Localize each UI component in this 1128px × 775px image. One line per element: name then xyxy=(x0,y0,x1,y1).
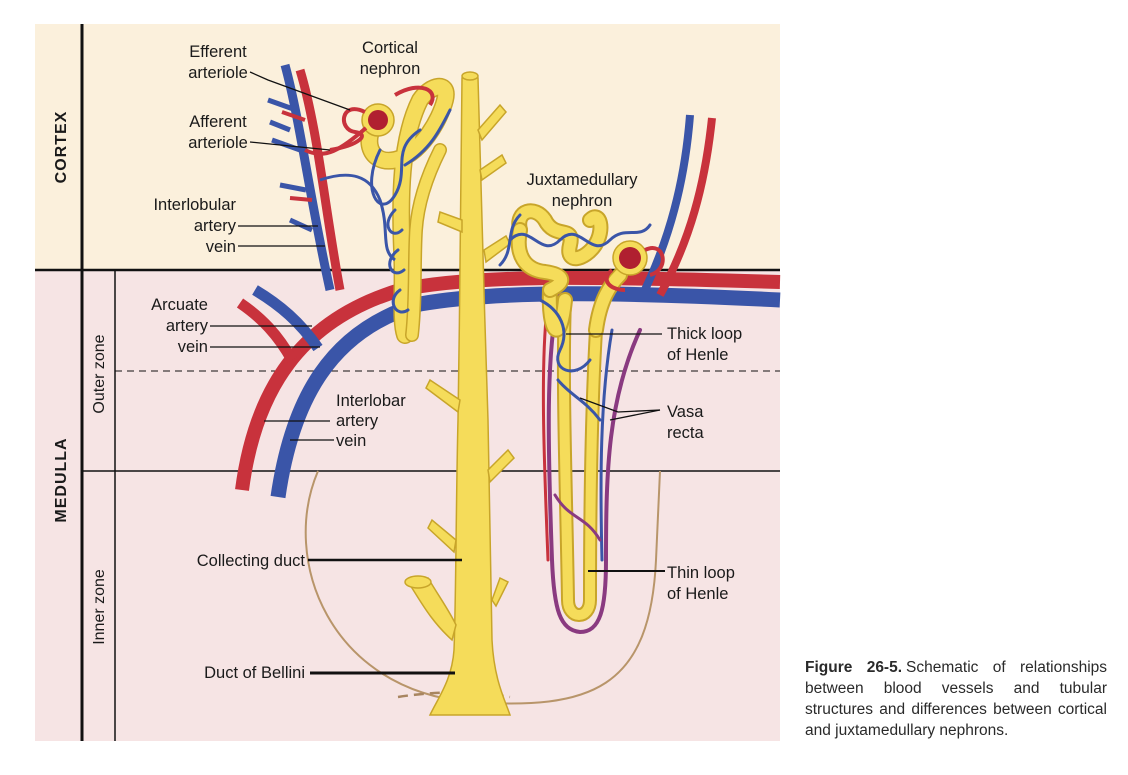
juxta-label-1: Juxtamedullary xyxy=(527,171,639,189)
efferent-label-1: Efferent xyxy=(189,43,247,61)
caption-text: Schematic of relationships between blood… xyxy=(805,659,1108,739)
figure-number: Figure 26-5. xyxy=(805,659,903,676)
arcuate-vein-branch xyxy=(252,285,323,352)
arcuate-vein xyxy=(270,286,781,499)
cortical-label-1: Cortical xyxy=(362,39,418,57)
thick-loop-label-1: Thick loop xyxy=(667,325,742,343)
interlobar-label-2: artery xyxy=(336,412,379,430)
cortical-vein-loop xyxy=(319,173,396,262)
cortical-glomerulus xyxy=(368,110,388,130)
cortical-nephron xyxy=(360,77,455,344)
interlobular-label-2: artery xyxy=(194,217,237,235)
medulla-region xyxy=(35,270,780,741)
vasa-recta-label-1: Vasa xyxy=(667,403,704,421)
afferent-label-1: Afferent xyxy=(189,113,247,131)
vasa-recta-label-2: recta xyxy=(667,424,705,442)
afferent-arteriole-vessel xyxy=(304,126,368,156)
inner-zone-label: Inner zone xyxy=(91,569,108,645)
interlobular-label-1: Interlobular xyxy=(153,196,236,214)
juxta-glomerulus xyxy=(619,247,641,269)
juxtamedullary-nephron xyxy=(498,203,652,635)
outer-zone-label: Outer zone xyxy=(91,334,108,413)
afferent-label-2: arteriole xyxy=(188,134,248,152)
arcuate-artery-branch xyxy=(236,298,297,363)
juxta-arteriole xyxy=(604,246,665,292)
juxta-label-2: nephron xyxy=(552,192,613,210)
arcuate-label-3: vein xyxy=(178,338,208,356)
leader-lines xyxy=(210,71,665,675)
thin-loop-label-1: Thin loop xyxy=(667,564,735,582)
interlobular-artery-branches xyxy=(281,110,313,202)
interlobular-label-3: vein xyxy=(206,238,236,256)
arcuate-label-1: Arcuate xyxy=(151,296,208,314)
interlobular-vein xyxy=(280,63,335,291)
collecting-duct-label: Collecting duct xyxy=(197,552,306,570)
thick-loop-label-2: of Henle xyxy=(667,346,728,364)
figure-caption: Figure 26-5.Schematic of relationships b… xyxy=(805,657,1107,741)
thin-loop-label-2: of Henle xyxy=(667,585,728,603)
efferent-label-2: arteriole xyxy=(188,64,248,82)
cortex-label: CORTEX xyxy=(53,111,70,184)
interlobular-artery xyxy=(295,68,345,291)
cortical-label-2: nephron xyxy=(360,60,421,78)
right-vein xyxy=(636,114,694,302)
right-artery xyxy=(656,117,716,297)
interlobar-label-3: vein xyxy=(336,432,366,450)
interlobar-label-1: Interlobar xyxy=(336,392,406,410)
cortical-artery-loop xyxy=(393,85,435,107)
collecting-duct xyxy=(404,71,515,716)
arcuate-label-2: artery xyxy=(166,317,209,335)
bellini-label: Duct of Bellini xyxy=(204,664,305,682)
medulla-label: MEDULLA xyxy=(53,437,70,522)
